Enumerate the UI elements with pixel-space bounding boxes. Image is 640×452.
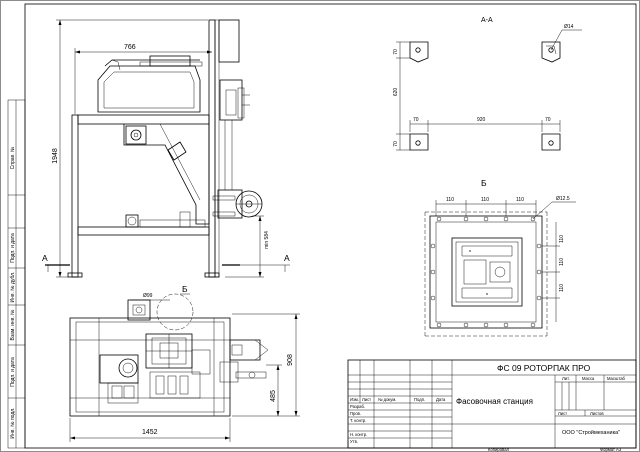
inner-frame [24, 3, 637, 449]
strip-cell-5: Подп. и дата [10, 357, 16, 387]
tb-row-prov: Пров. [350, 411, 361, 416]
strip-cell-4: Взам. инв. № [10, 310, 16, 341]
dim-d99: Ø99 [143, 293, 153, 299]
dim-b-side-a: 110 [559, 235, 565, 243]
bolt-holes [430, 216, 542, 328]
dim-766: 766 [124, 44, 136, 51]
top-view: Б Ø99 1452 908 485 [69, 284, 300, 442]
tb-col-izm: Изм. [350, 397, 359, 402]
dim-b-side-c: 110 [559, 284, 565, 292]
tb-sheets-label: Листов [590, 411, 604, 416]
dim-1452: 1452 [142, 429, 158, 436]
tb-col-list: Лист [362, 397, 371, 402]
detail-b: Б [424, 178, 576, 337]
dim-b-110-a: 110 [446, 197, 454, 203]
dim-aa-70-right: 70 [545, 117, 551, 123]
tb-mass-label: Масса [582, 376, 595, 381]
title-block: Изм. Лист № докум. Подп. Дата Разраб. Пр… [347, 359, 637, 449]
dim-b-side-b: 110 [559, 258, 565, 266]
tb-row-nkontr: Н. контр. [350, 432, 367, 437]
detail-b-callout-circle [156, 293, 194, 331]
detail-b-callout: Б [182, 284, 188, 294]
tb-sheet-label: Лист [558, 411, 567, 416]
dim-min-584: min 584 [264, 231, 270, 249]
tb-row-tkontr: Т. контр. [350, 418, 366, 423]
tb-product-name: ФС 09 РОТОРПАК ПРО [497, 363, 591, 373]
detail-b-title: Б [481, 178, 487, 188]
tb-copied-label: Копировал [488, 447, 510, 452]
tb-company: ООО "Строймеханика" [562, 429, 620, 436]
strip-cell-1: Справ. № [10, 147, 16, 170]
dim-aa-620: 620 [393, 88, 399, 97]
left-strip: Справ. № Подп. и дата Инв. № дубл. Взам.… [7, 99, 26, 449]
dim-908: 908 [287, 354, 294, 366]
tb-scale-label: Масштаб [607, 376, 626, 381]
dim-aa-70-top: 70 [393, 49, 399, 55]
dim-aa-70-mid: 70 [413, 117, 419, 123]
dim-d12-5: Ø12.5 [556, 196, 570, 202]
dim-aa-920: 920 [477, 117, 486, 123]
tb-col-doc: № докум. [378, 397, 396, 402]
section-mark-right: А [284, 253, 290, 263]
tb-row-utv: Утв. [350, 439, 358, 444]
dim-aa-70-bottom: 70 [393, 141, 399, 147]
strip-cell-2: Подп. и дата [10, 233, 16, 263]
section-mark-left: А [42, 253, 48, 263]
tb-col-sign: Подп. [414, 397, 425, 402]
tb-lit-label: Лит. [562, 376, 570, 381]
strip-cell-6: Инв. № подл. [10, 407, 16, 438]
dim-b-110-c: 110 [516, 197, 524, 203]
tb-format-label: Формат А3 [600, 447, 622, 452]
dim-1948: 1948 [52, 148, 59, 164]
strip-cell-3: Инв. № дубл. [10, 272, 16, 303]
tb-col-date: Дата [436, 397, 446, 402]
tb-row-razrab: Разраб. [350, 404, 365, 409]
dim-485: 485 [270, 390, 277, 402]
tb-document-name: Фасовочная станция [456, 397, 533, 406]
section-aa: А-А Ø14 70 620 70 70 920 70 [393, 17, 582, 151]
dim-b-110-b: 110 [481, 197, 489, 203]
front-view: А А 766 1948 min 584 [42, 19, 290, 278]
dim-d14: Ø14 [564, 24, 574, 30]
section-aa-title: А-А [481, 17, 493, 24]
